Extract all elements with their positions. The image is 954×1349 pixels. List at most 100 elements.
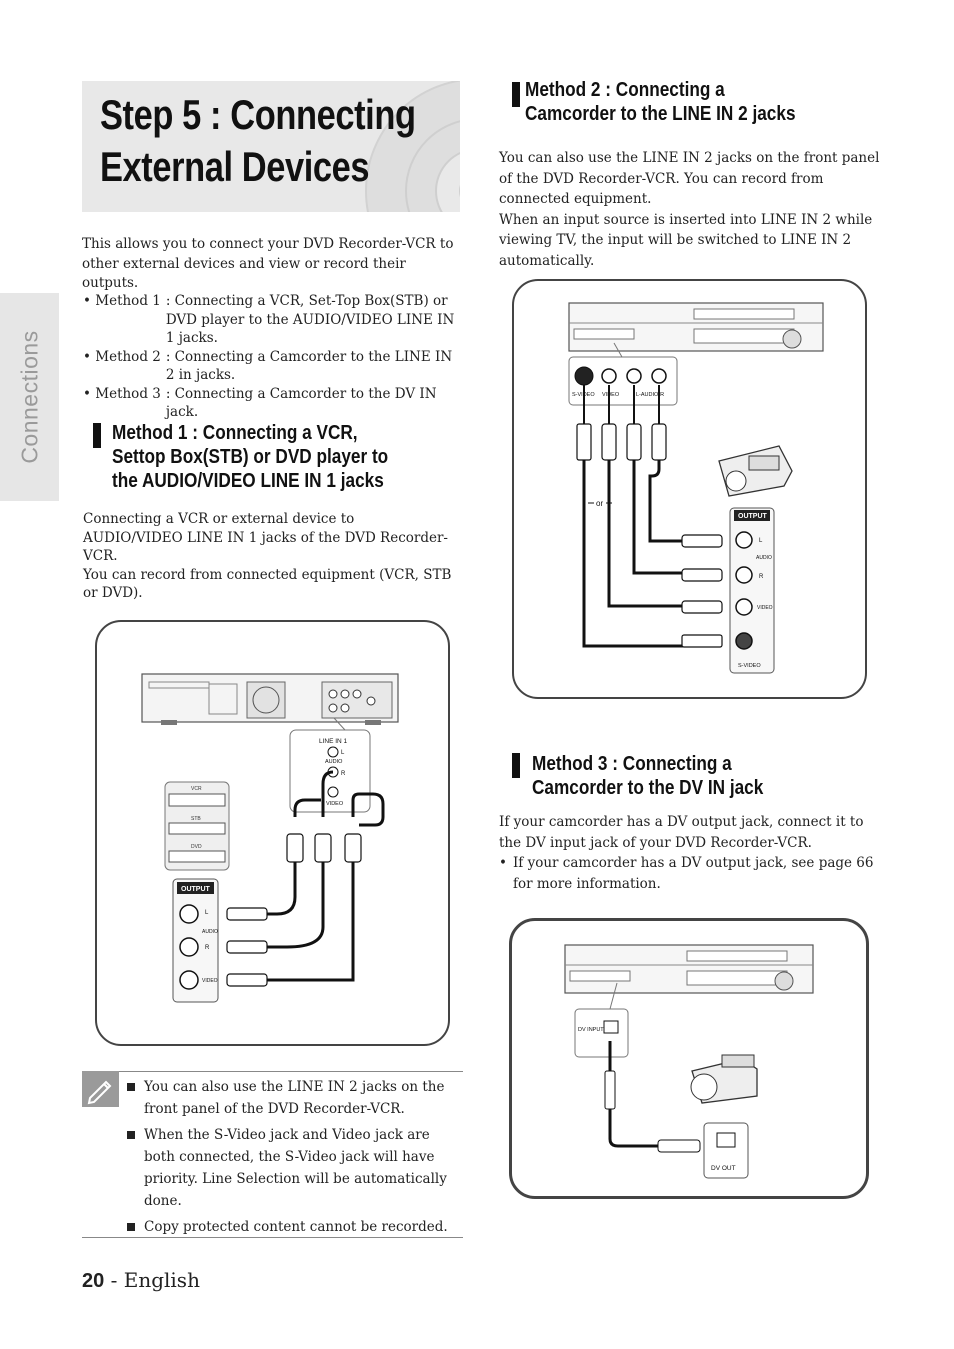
camcorder-icon: [718, 445, 793, 497]
method1-heading-line: Method 1 : Connecting a VCR,: [112, 422, 358, 444]
note-item: Copy protected content cannot be recorde…: [127, 1216, 461, 1238]
method1-body: Connecting a VCR or external device to A…: [83, 510, 453, 603]
method-label: • Method 1: [83, 293, 161, 309]
method3-connection-svg: DV INPUT DV OUT: [564, 944, 814, 1179]
plugs: [576, 423, 723, 648]
or-label: or: [596, 499, 603, 508]
output-audio-r-jack: [179, 937, 199, 957]
method3-diagram: DV INPUT DV OUT: [509, 918, 869, 1199]
square-bullet-icon: [127, 1223, 135, 1231]
method3-heading: Method 3 : Connecting a Camcorder to the…: [532, 752, 763, 800]
square-bullet-icon: [127, 1131, 135, 1139]
method2-heading-line: Camcorder to the LINE IN 2 jacks: [525, 103, 796, 125]
line-in-1-video-label: VIDEO: [326, 801, 344, 807]
method2-body: You can also use the LINE IN 2 jacks on …: [499, 148, 881, 271]
recorder-rear-panel-icon: [141, 673, 399, 725]
method3-bullet-text: If your camcorder has a DV output jack, …: [512, 855, 874, 892]
output-svideo-jack: [735, 632, 753, 650]
line-in-2-inset: [568, 356, 678, 406]
output-video-label: VIDEO: [202, 978, 218, 984]
camcorder-icon: [690, 1054, 758, 1104]
output-r-label: R: [759, 574, 764, 580]
method3-heading-line: Method 3 : Connecting a: [532, 753, 732, 775]
method1-heading-line: Settop Box(STB) or DVD player to: [112, 446, 389, 468]
methods-list-item-2: • Method 2 : Connecting a Camcorder to t…: [83, 348, 463, 385]
heading-bar: [512, 753, 520, 778]
dv-input-jack: [603, 1020, 619, 1034]
method3-body: If your camcorder has a DV output jack, …: [499, 812, 881, 894]
dv-plug: [657, 1139, 701, 1153]
dv-input-inset: [574, 1008, 629, 1058]
audio-l-jack: [626, 368, 642, 384]
stb-label: STB: [191, 816, 201, 822]
av-cables: [582, 385, 684, 648]
line-in-1-audio-l-jack: [327, 746, 339, 758]
output-video-jack: [179, 970, 199, 990]
output-audio-label: AUDIO: [202, 929, 218, 935]
recorder-front-panel-icon: [568, 302, 824, 352]
page-number: 20: [82, 1270, 105, 1292]
disc-decoration-icon: [365, 81, 460, 212]
line-in-1-label: LINE IN 1: [319, 738, 348, 745]
page-title-line-2: External Devices: [100, 143, 370, 190]
section-side-tab: Connections: [0, 293, 59, 501]
output-r-label: R: [205, 945, 210, 951]
output-svideo-label: S-VIDEO: [738, 663, 761, 669]
line-in-1-audio-label: AUDIO: [325, 759, 343, 765]
camcorder-dv-out-panel: [703, 1122, 749, 1179]
side-tab-label: Connections: [16, 330, 42, 464]
method1-body-paragraph: Connecting a VCR or external device to A…: [83, 511, 448, 564]
method1-diagram: LINE IN 1 AUDIO VIDEO L R VCR STB DVD OU…: [95, 620, 450, 1046]
note-item: You can also use the LINE IN 2 jacks on …: [127, 1076, 461, 1120]
page-language: - English: [104, 1268, 200, 1292]
vcr-device-icon: [168, 793, 226, 807]
methods-list-item-3: • Method 3 : Connecting a Camcorder to t…: [83, 385, 463, 422]
note-text: You can also use the LINE IN 2 jacks on …: [144, 1079, 445, 1117]
svideo-jack: [574, 366, 594, 386]
method-description: : Connecting a Camcorder to the LINE IN …: [165, 348, 453, 384]
note-text: When the S-Video jack and Video jack are…: [144, 1127, 447, 1209]
note-pencil-icon: [82, 1071, 119, 1107]
heading-bar: [93, 423, 101, 448]
dvd-device-icon: [168, 850, 226, 863]
method3-body-paragraph: If your camcorder has a DV output jack, …: [499, 814, 864, 851]
method-label: • Method 2: [83, 348, 161, 365]
page-footer: 20 - English: [82, 1268, 200, 1293]
method1-heading-line: the AUDIO/VIDEO LINE IN 1 jacks: [112, 470, 384, 492]
method2-heading: Method 2 : Connecting a Camcorder to the…: [525, 78, 796, 126]
method2-body-paragraph: When an input source is inserted into LI…: [499, 211, 873, 269]
av-cables: [265, 770, 385, 982]
notes-top-rule: [82, 1071, 463, 1072]
vcr-label: VCR: [191, 786, 202, 792]
method2-diagram: S-VIDEO VIDEO L-AUDIO-R or OUTPUT L AUDI…: [512, 279, 867, 699]
note-item: When the S-Video jack and Video jack are…: [127, 1124, 461, 1212]
output-video-jack: [735, 598, 753, 616]
output-audio-r-jack: [735, 566, 753, 584]
notes-list: You can also use the LINE IN 2 jacks on …: [127, 1076, 461, 1238]
method2-heading-line: Method 2 : Connecting a: [525, 79, 725, 101]
page-title: Step 5 : Connecting External Devices: [100, 89, 416, 193]
stb-device-icon: [168, 822, 226, 835]
method2-connection-svg: S-VIDEO VIDEO L-AUDIO-R or OUTPUT L AUDI…: [568, 302, 824, 674]
page-title-line-1: Step 5 : Connecting: [100, 91, 416, 138]
output-audio-l-jack: [735, 531, 753, 549]
method1-connection-svg: LINE IN 1 AUDIO VIDEO L R VCR STB DVD OU…: [141, 673, 399, 1003]
video-label: VIDEO: [602, 392, 620, 398]
methods-list: • Method 1 : Connecting a VCR, Set-Top B…: [83, 292, 463, 422]
output-l-label: L: [759, 538, 763, 544]
line-in-1-l-label: L: [341, 750, 345, 756]
dv-plug: [604, 1070, 616, 1110]
square-bullet-icon: [127, 1083, 135, 1091]
dvd-label: DVD: [191, 844, 202, 850]
rca-plugs: [226, 833, 362, 987]
output-audio-l-jack: [179, 904, 199, 924]
method1-body-paragraph: You can record from connected equipment …: [83, 566, 452, 602]
method1-heading: Method 1 : Connecting a VCR, Settop Box(…: [112, 421, 388, 493]
output-label: OUTPUT: [738, 513, 768, 520]
dv-out-label: DV OUT: [711, 1165, 736, 1172]
method-label: • Method 3: [83, 385, 161, 402]
dv-out-jack: [716, 1132, 736, 1148]
dv-input-label: DV INPUT: [578, 1027, 604, 1033]
output-label: OUTPUT: [181, 886, 211, 893]
output-video-label: VIDEO: [757, 605, 773, 611]
